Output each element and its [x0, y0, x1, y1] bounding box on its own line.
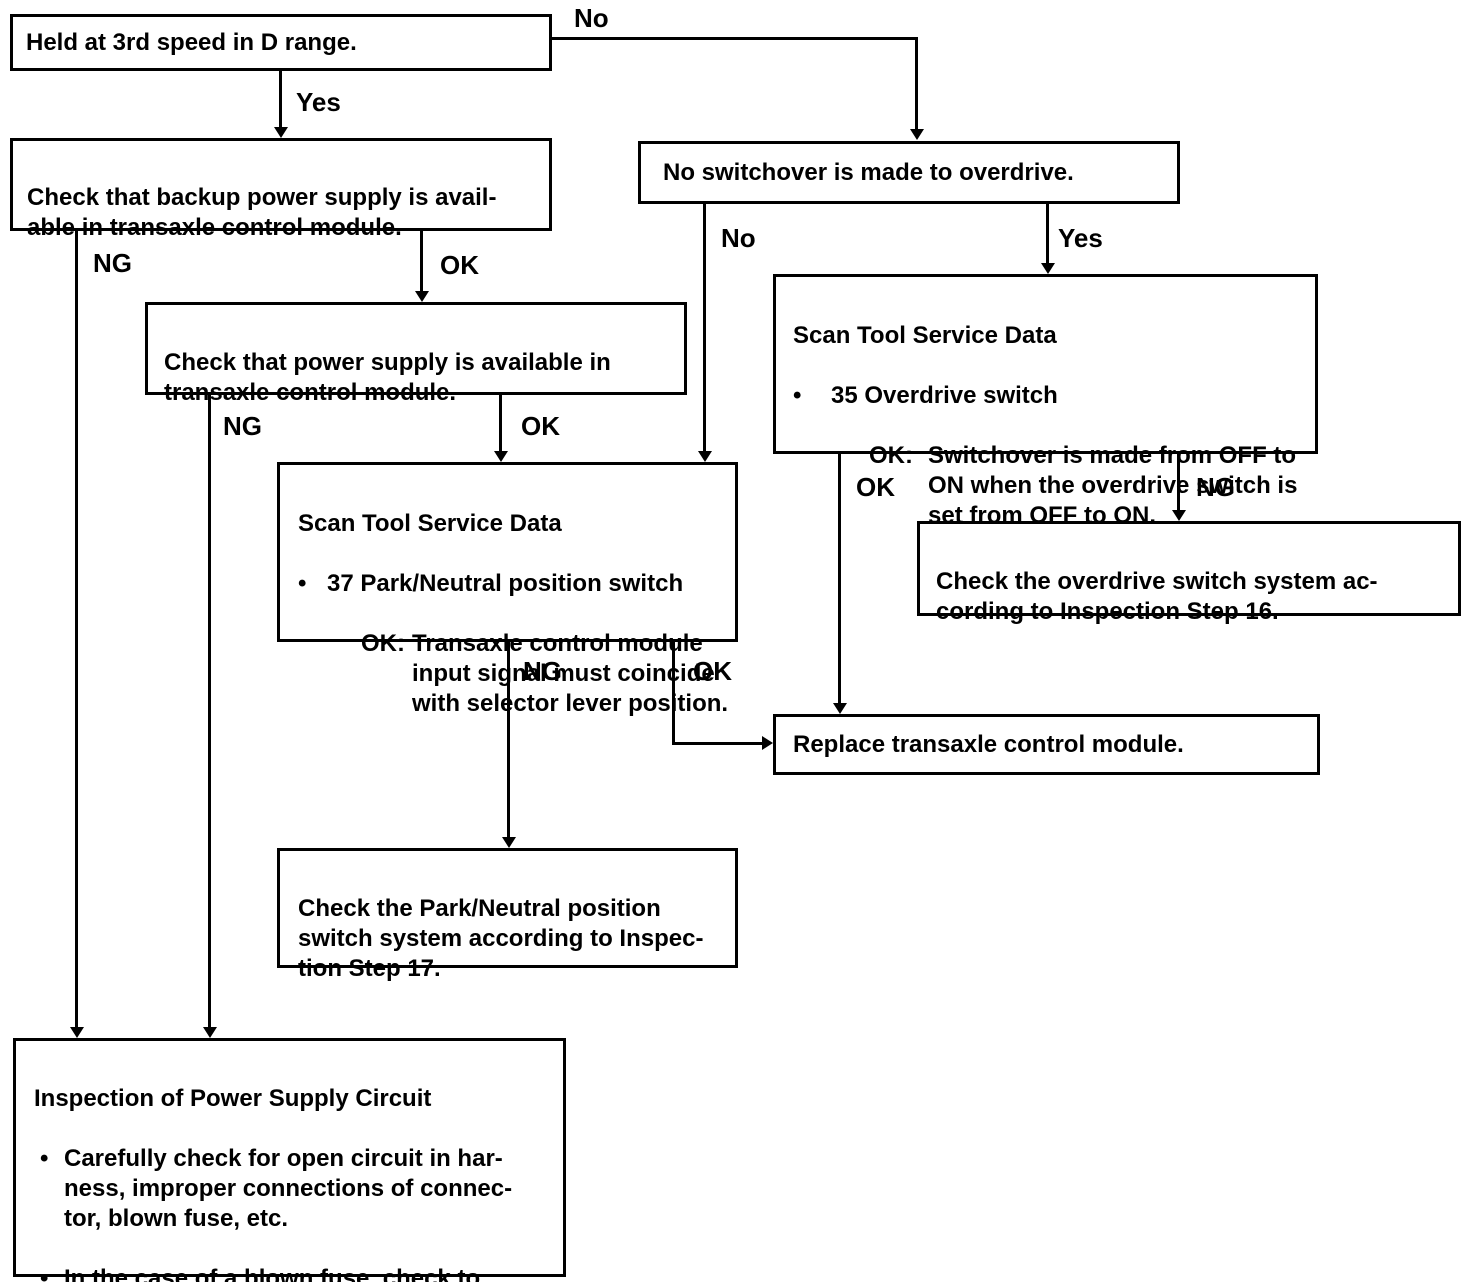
flow-box-power-supply: Check that power supply is available in … [145, 302, 687, 406]
connector-power-ok [499, 395, 502, 451]
branch-label-yes-top: Yes [296, 87, 341, 117]
connector-scan-od-ok [838, 453, 841, 703]
branch-label-no-top: No [574, 3, 609, 33]
flow-box-scan-tool-overdrive: Scan Tool Service Data • 35 Overdrive sw… [773, 274, 1318, 529]
flow-box-replace-module: Replace transaxle control module. [773, 714, 1320, 775]
connector-scan-pn-ng [507, 641, 510, 837]
branch-label-scan-pn-ok: OK [693, 656, 732, 686]
connector-held-yes [279, 71, 282, 129]
branch-label-scan-pn-ng: NG [523, 656, 562, 686]
ok-condition-text: Switchover is made from OFF to ON when t… [928, 442, 1298, 529]
arrowhead-down-icon [415, 291, 429, 302]
scan-tool-bullet-item: 37 Park/Neutral position switch [327, 570, 684, 597]
connector-scan-pn-ok-vertical [672, 641, 675, 745]
connector-held-no-horizontal [552, 37, 918, 40]
flow-box-text: Check the overdrive switch system ac- co… [936, 568, 1378, 625]
scan-tool-title: Scan Tool Service Data [298, 510, 562, 537]
arrowhead-down-icon [1172, 510, 1186, 521]
flow-box-scan-tool-park-neutral: Scan Tool Service Data • 37 Park/Neutral… [277, 462, 738, 717]
bullet-icon: • [40, 1265, 49, 1282]
arrowhead-down-icon [1041, 263, 1055, 274]
arrowhead-down-icon [203, 1027, 217, 1038]
branch-label-power-ng: NG [223, 411, 262, 441]
inspection-bullet-item: In the case of a blown fuse, check to lo… [64, 1265, 481, 1282]
flow-box-no-switchover: No switchover is made to overdrive. [638, 141, 1180, 204]
branch-label-switchover-no: No [721, 223, 756, 253]
bullet-icon: • [40, 1145, 49, 1172]
arrowhead-down-icon [274, 127, 288, 138]
arrowhead-down-icon [910, 129, 924, 140]
bullet-icon: • [298, 570, 307, 597]
branch-label-scan-od-ok: OK [856, 472, 895, 502]
arrowhead-down-icon [70, 1027, 84, 1038]
arrowhead-down-icon [698, 451, 712, 462]
flow-box-text: Check that power supply is available in … [164, 349, 611, 406]
branch-label-backup-ok: OK [440, 250, 479, 280]
connector-scan-od-ng [1177, 453, 1180, 511]
flow-box-check-park-neutral: Check the Park/Neutral position switch s… [277, 848, 738, 982]
flow-box-text: Check the Park/Neutral position switch s… [298, 895, 704, 982]
inspection-bullet-item: Carefully check for open circuit in har-… [64, 1145, 513, 1232]
flow-box-inspection-power-circuit: Inspection of Power Supply Circuit • Car… [13, 1038, 566, 1282]
arrowhead-down-icon [494, 451, 508, 462]
connector-scan-pn-ok-horizontal [672, 742, 762, 745]
arrowhead-down-icon [833, 703, 847, 714]
ok-condition-text: Transaxle control module input signal mu… [412, 630, 729, 717]
branch-label-scan-od-ng: NG [1196, 472, 1235, 502]
flow-box-text: No switchover is made to overdrive. [663, 158, 1074, 186]
connector-backup-ok [420, 229, 423, 291]
connector-switchover-yes [1046, 203, 1049, 264]
arrowhead-down-icon [502, 837, 516, 848]
connector-backup-ng [75, 229, 78, 1029]
arrowhead-right-icon [762, 736, 773, 750]
ok-condition-label: OK: [361, 630, 405, 657]
connector-held-no-vertical [915, 37, 918, 129]
bullet-icon: • [793, 382, 802, 409]
flow-box-held-3rd-speed: Held at 3rd speed in D range. [10, 14, 552, 71]
branch-label-switchover-yes: Yes [1058, 223, 1103, 253]
flow-box-text: Held at 3rd speed in D range. [26, 28, 357, 56]
scan-tool-bullet-item: 35 Overdrive switch [831, 382, 1058, 409]
flow-box-backup-power: Check that backup power supply is avail-… [10, 138, 552, 241]
branch-label-backup-ng: NG [93, 248, 132, 278]
branch-label-power-ok: OK [521, 411, 560, 441]
ok-condition-label: OK: [869, 442, 913, 469]
scan-tool-title: Scan Tool Service Data [793, 322, 1057, 349]
flow-box-text: Replace transaxle control module. [793, 730, 1184, 758]
flow-box-text: Check that backup power supply is avail-… [27, 184, 497, 241]
connector-power-ng [208, 395, 211, 1029]
inspection-title: Inspection of Power Supply Circuit [34, 1085, 432, 1112]
connector-switchover-no [703, 203, 706, 451]
flow-box-check-overdrive-switch: Check the overdrive switch system ac- co… [917, 521, 1461, 625]
